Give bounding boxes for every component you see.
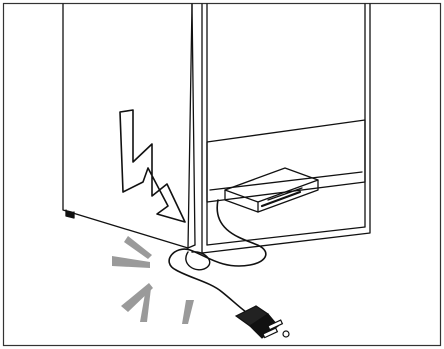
image-border (4, 4, 441, 346)
